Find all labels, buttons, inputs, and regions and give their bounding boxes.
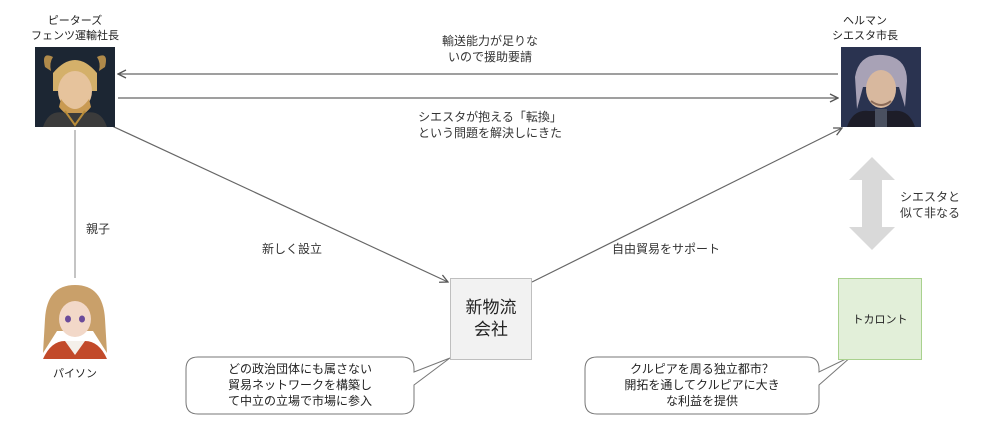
parent-child-label: 親子 <box>86 221 110 237</box>
new-logistics-company-node: 新物流 会社 <box>450 278 532 360</box>
herman-portrait <box>841 47 921 127</box>
herman-name-line2: シエスタ市長 <box>800 28 930 43</box>
request-label-line2: いので援助要請 <box>400 49 580 65</box>
solve-label: シエスタが抱える「転換」 という問題を解決しにきた <box>380 109 600 141</box>
city-node-label: トカロント <box>853 311 908 327</box>
company-bubble-line3: て中立の立場で市場に参入 <box>186 393 414 409</box>
city-bubble-line1: クルピアを周る独立都市？ <box>585 361 819 377</box>
trade-arrow <box>532 128 842 282</box>
herman-name-line1: ヘルマン <box>800 13 930 28</box>
company-node-line1: 新物流 <box>466 297 517 319</box>
herman-name: ヘルマン シエスタ市長 <box>800 13 930 43</box>
similar-label: シエスタと 似て非なる <box>900 189 960 221</box>
tokaront-city-node: トカロント <box>838 278 922 360</box>
peters-name-line1: ピーターズ <box>5 13 145 28</box>
free-trade-label: 自由貿易をサポート <box>612 241 720 257</box>
city-bubble-line2: 開拓を通してクルピアに大き <box>585 377 819 393</box>
peters-name: ピーターズ フェンツ運輸社長 <box>5 13 145 43</box>
similar-label-line2: 似て非なる <box>900 205 960 221</box>
similar-label-line1: シエスタと <box>900 189 960 205</box>
peters-name-line2: フェンツ運輸社長 <box>5 28 145 43</box>
city-bubble-text: クルピアを周る独立都市？ 開拓を通してクルピアに大き な利益を提供 <box>585 361 819 409</box>
newly-founded-label: 新しく設立 <box>262 241 322 257</box>
city-bubble-line3: な利益を提供 <box>585 393 819 409</box>
similar-double-arrow <box>849 157 895 250</box>
solve-label-line1: シエスタが抱える「転換」 <box>380 109 600 125</box>
company-bubble-text: どの政治団体にも属さない 貿易ネットワークを構築し て中立の立場で市場に参入 <box>186 361 414 409</box>
company-node-line2: 会社 <box>466 319 517 341</box>
peters-portrait <box>35 47 115 127</box>
request-label-line1: 輸送能力が足りな <box>400 33 580 49</box>
solve-label-line2: という問題を解決しにきた <box>380 125 600 141</box>
company-bubble-line2: 貿易ネットワークを構築し <box>186 377 414 393</box>
founded-arrow <box>112 126 448 282</box>
company-bubble-line1: どの政治団体にも属さない <box>186 361 414 377</box>
request-label: 輸送能力が足りな いので援助要請 <box>400 33 580 65</box>
pison-portrait <box>35 279 115 359</box>
pison-name: パイソン <box>35 366 115 381</box>
